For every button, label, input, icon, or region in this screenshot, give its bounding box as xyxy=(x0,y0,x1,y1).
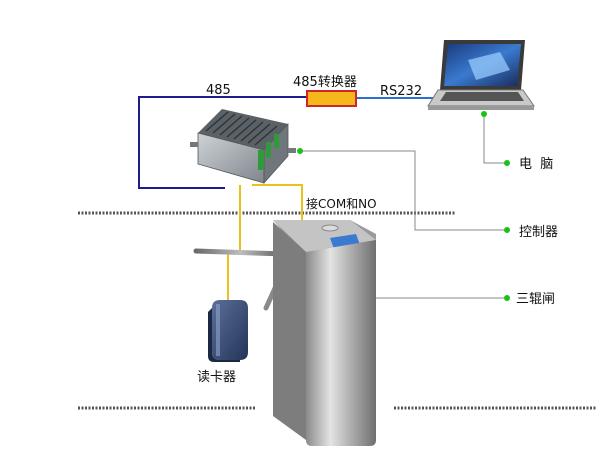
label-converter: 485转换器 xyxy=(293,75,357,90)
turnstile-pillar xyxy=(306,240,376,446)
controller-mount-tab-right xyxy=(288,148,296,153)
laptop-keyboard xyxy=(440,92,524,101)
card-reader-highlight xyxy=(216,304,220,356)
computer-callout-dot xyxy=(481,111,487,117)
controller-terminal-2 xyxy=(266,142,271,158)
label-card-reader: 读卡器 xyxy=(197,370,236,385)
rs485-converter xyxy=(306,90,357,107)
laptop-screen-art xyxy=(468,52,510,80)
rs485-wire xyxy=(138,96,307,189)
rs485-bus-wire xyxy=(138,96,307,189)
controller-fins xyxy=(205,111,278,146)
computer-callout-line xyxy=(483,114,507,164)
turnstile-callout-end-dot xyxy=(504,295,510,301)
converter-body xyxy=(306,90,357,107)
label-485: 485 xyxy=(206,83,231,98)
controller-terminal-1 xyxy=(258,150,264,170)
card-reader-side xyxy=(208,308,240,362)
card-reader-body xyxy=(212,300,248,360)
turnstile-signal-wire xyxy=(252,184,303,220)
card-reader-icon xyxy=(208,300,248,362)
laptop-front xyxy=(428,106,534,110)
laptop-icon xyxy=(427,40,535,110)
label-com-no: 接COM和NO xyxy=(306,196,377,211)
turnstile-pillar-back xyxy=(273,222,306,440)
controller-mount-tab-left xyxy=(190,142,198,147)
label-controller: 控制器 xyxy=(519,225,558,240)
turnstile-top-indicator xyxy=(321,224,339,232)
computer-callout-end-dot xyxy=(504,160,510,166)
turnstile-arm-horizontal xyxy=(193,248,288,257)
floor-lines xyxy=(78,211,596,410)
controller-box-icon xyxy=(190,109,296,185)
label-turnstile: 三辊闸 xyxy=(516,292,555,307)
tripod-turnstile-icon xyxy=(193,220,376,446)
controller-terminal-3 xyxy=(274,134,279,148)
label-computer: 电 脑 xyxy=(519,157,553,172)
controller-callout-end-dot xyxy=(504,227,510,233)
controller-callout-dot xyxy=(297,148,303,154)
label-rs232: RS232 xyxy=(380,84,422,99)
controller-callout-line xyxy=(300,150,507,231)
callout-lines xyxy=(300,114,507,299)
reader-signal-wire xyxy=(227,185,241,305)
controller-side xyxy=(263,122,289,185)
